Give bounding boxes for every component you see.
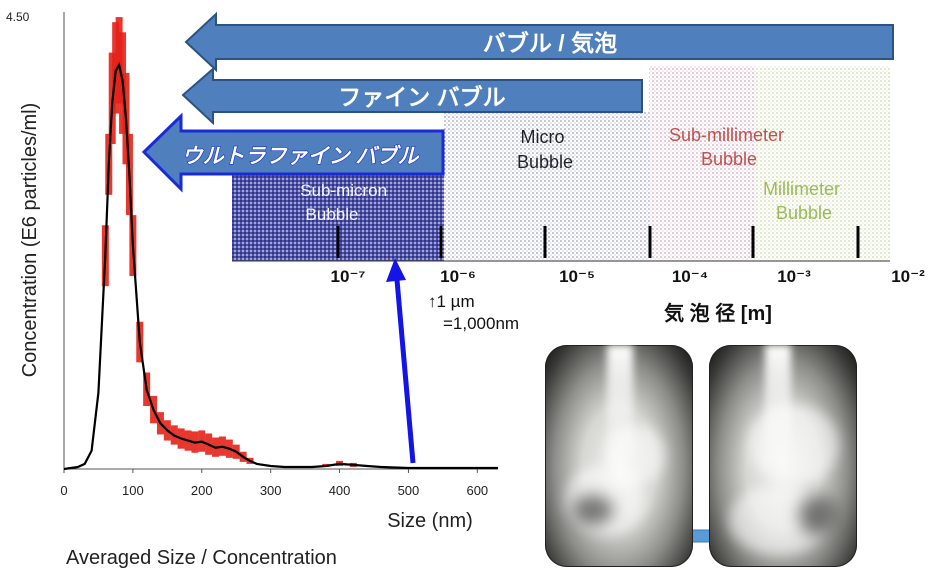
size-distribution-chart: 4.50 0 100 200 300 400 500 600 Size (nm) Conce… (6, 10, 498, 532)
series-line (63, 61, 498, 471)
region-millimeter (755, 66, 890, 261)
scale-label-1e-5: 10⁻⁵ (559, 267, 595, 286)
ultrafine-bubble-arrow: ウルトラファイン バブル (141, 112, 445, 193)
x-tick-label: 100 (122, 483, 144, 498)
bubble-size-regions: Sub-micron Bubble Micro Bubble Sub-milli… (232, 66, 925, 333)
region-micro-label: Micro Bubble (517, 127, 573, 172)
micron-note: ↑1 µm =1,000nm (428, 292, 519, 333)
y-axis-label: Concentration (E6 particles/ml) (19, 103, 41, 378)
photo-swirl (749, 405, 839, 485)
scale-tick-marks (336, 226, 860, 258)
y-max-tick-label: 4.50 (6, 10, 30, 24)
photo-shadow (799, 495, 835, 535)
x-tick-label: 300 (260, 483, 282, 498)
scale-label-1e-2: 10⁻² (891, 267, 925, 286)
photo-shadow (573, 495, 613, 525)
scale-label-1e-7: 10⁻⁷ (331, 267, 366, 286)
pointer-arrow-shaft (394, 279, 416, 464)
region-submicron-label: Sub-micron Bubble (300, 181, 392, 224)
scale-label-1e-3: 10⁻³ (777, 267, 811, 286)
region-submillimeter-label: Sub-millimeter Bubble (669, 125, 789, 169)
scale-label-1e-4: 10⁻⁴ (672, 267, 708, 286)
ultrafine-bubble-arrow-shape (141, 112, 445, 193)
bubble-photo-right (709, 345, 857, 567)
x-tick-label: 600 (466, 483, 488, 498)
x-tick-label: 0 (60, 483, 67, 498)
scale-label-1e-6: 10⁻⁶ (440, 267, 476, 286)
region-millimeter-label: Millimeter Bubble (763, 179, 845, 223)
footer-caption: Averaged Size / Concentration (66, 547, 337, 569)
pointer-arrow (386, 258, 416, 464)
fine-bubble-arrow-label: ファイン バブル (338, 84, 505, 110)
scale-exponent-labels: 10⁻⁷ 10⁻⁶ 10⁻⁵ 10⁻⁴ 10⁻³ 10⁻² (331, 267, 926, 286)
bubble-photo-left (545, 345, 693, 567)
x-tick-label: 400 (329, 483, 351, 498)
bubble-arrow-shape (184, 11, 894, 73)
fine-bubble-arrow: ファイン バブル (181, 66, 643, 126)
x-tick-label: 200 (191, 483, 213, 498)
photo-swirl (605, 425, 665, 485)
ultrafine-bubble-arrow-label: ウルトラファイン バブル (182, 144, 420, 168)
x-axis-label: Size (nm) (387, 510, 473, 532)
bubble-arrow: バブル / 気泡 (184, 11, 894, 73)
pointer-arrow-head (386, 258, 406, 282)
region-submillimeter (649, 66, 755, 261)
fine-bubble-arrow-shape (181, 66, 643, 126)
x-tick-label: 500 (398, 483, 420, 498)
bubble-diameter-axis-title: 気 泡 径 [m] (664, 301, 772, 325)
x-tick-group: 0 100 200 300 400 500 600 (60, 469, 488, 498)
bubble-arrow-label: バブル / 気泡 (483, 30, 617, 56)
bubble-photos (545, 345, 870, 567)
